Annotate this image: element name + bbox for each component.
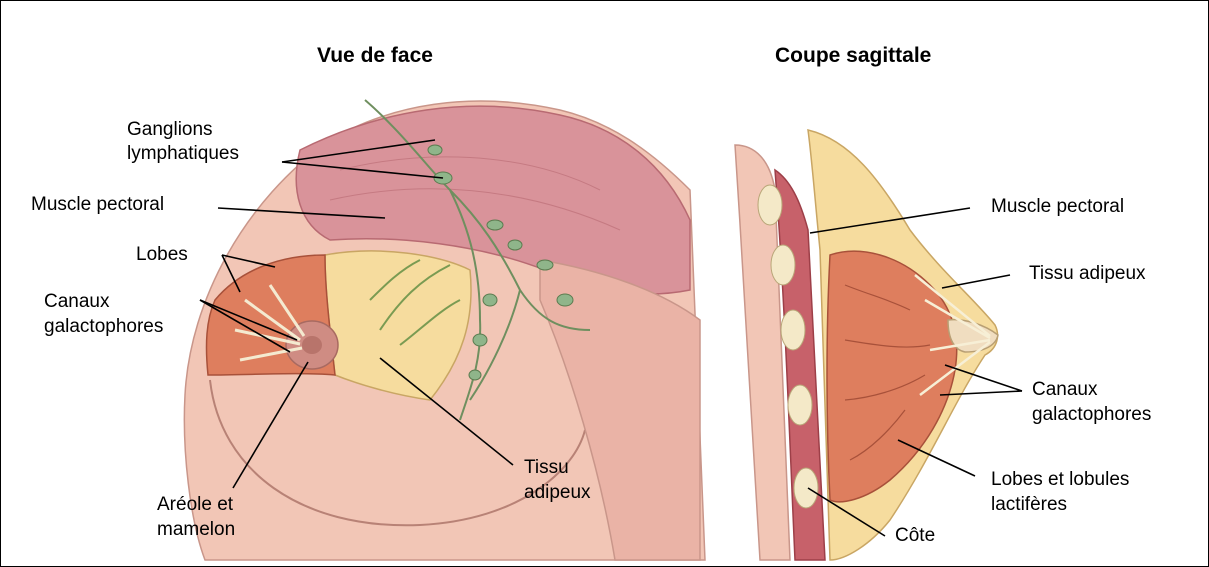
- label-canaux-front-line2: galactophores: [44, 315, 163, 339]
- label-tissu-sagittal: Tissu adipeux: [1029, 262, 1146, 286]
- front-view-illustration: [184, 100, 705, 560]
- label-areole-line1: Aréole et: [157, 493, 233, 517]
- label-muscle-front: Muscle pectoral: [31, 193, 164, 217]
- label-ganglions-line2: lymphatiques: [127, 142, 239, 166]
- label-ganglions-line1: Ganglions: [127, 118, 213, 142]
- sagittal-rib: [771, 245, 795, 285]
- label-lobes-front: Lobes: [136, 243, 188, 267]
- sagittal-view-title: Coupe sagittale: [775, 44, 931, 68]
- label-canaux-sagittal-line2: galactophores: [1032, 403, 1151, 427]
- sagittal-rib: [794, 468, 818, 508]
- label-lobes-sagittal-line1: Lobes et lobules: [991, 468, 1129, 492]
- sagittal-rib: [758, 185, 782, 225]
- label-tissu-front-line1: Tissu: [524, 456, 569, 480]
- sagittal-view-illustration: [735, 130, 998, 560]
- label-areole-line2: mamelon: [157, 518, 235, 542]
- label-canaux-sagittal-line1: Canaux: [1032, 378, 1098, 402]
- front-view-title: Vue de face: [317, 44, 433, 68]
- label-muscle-sagittal: Muscle pectoral: [991, 195, 1124, 219]
- sagittal-rib: [788, 385, 812, 425]
- label-tissu-front-line2: adipeux: [524, 481, 591, 505]
- label-lobes-sagittal-line2: lactifères: [991, 493, 1067, 517]
- label-canaux-front-line1: Canaux: [44, 290, 110, 314]
- label-cote: Côte: [895, 524, 935, 548]
- sagittal-rib: [781, 310, 805, 350]
